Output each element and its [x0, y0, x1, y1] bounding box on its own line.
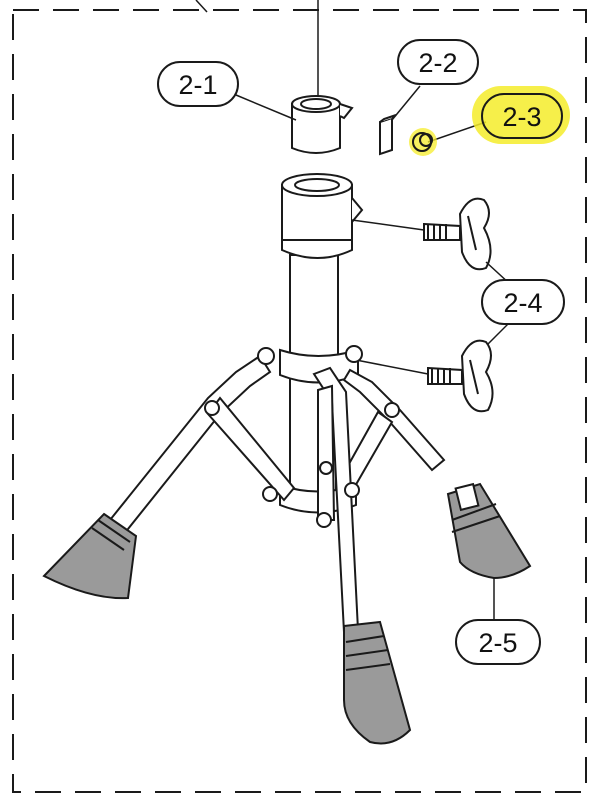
- part-2-5-foot-front: [343, 620, 412, 745]
- dashed-frame: [12, 9, 587, 793]
- part-2-4-wing-bolt-upper: [423, 197, 492, 271]
- callout-2-3: 2-3: [409, 86, 570, 156]
- bolt-leader-lower: [355, 359, 429, 375]
- tripod-body: [108, 345, 446, 634]
- upper-tube: [281, 173, 364, 371]
- svg-text:2-4: 2-4: [503, 288, 542, 318]
- svg-text:2-5: 2-5: [478, 628, 517, 658]
- part-2-1-sleeve: [291, 95, 354, 154]
- callout-2-5: 2-5: [455, 619, 541, 665]
- part-2-4-wing-bolt-lower: [427, 339, 494, 413]
- leader-2-2: [391, 85, 421, 121]
- callout-2-1: 2-1: [157, 61, 239, 107]
- callout-2-3-highlight: [472, 86, 570, 144]
- callout-2-2: 2-2: [397, 39, 479, 85]
- leader-2-1: [235, 94, 297, 121]
- svg-text:2-3: 2-3: [502, 102, 541, 132]
- part-2-5-foot-left: [42, 512, 138, 600]
- callout-2-4: 2-4: [481, 279, 565, 325]
- top-corner-line: [195, 0, 208, 13]
- leader-2-4-lower: [487, 321, 511, 345]
- svg-text:2-1: 2-1: [178, 70, 217, 100]
- svg-text:2-2: 2-2: [418, 48, 457, 78]
- part-2-5-foot-right: [446, 482, 532, 580]
- part-2-2-pad: [379, 114, 397, 156]
- bolt-leader-upper: [351, 219, 425, 231]
